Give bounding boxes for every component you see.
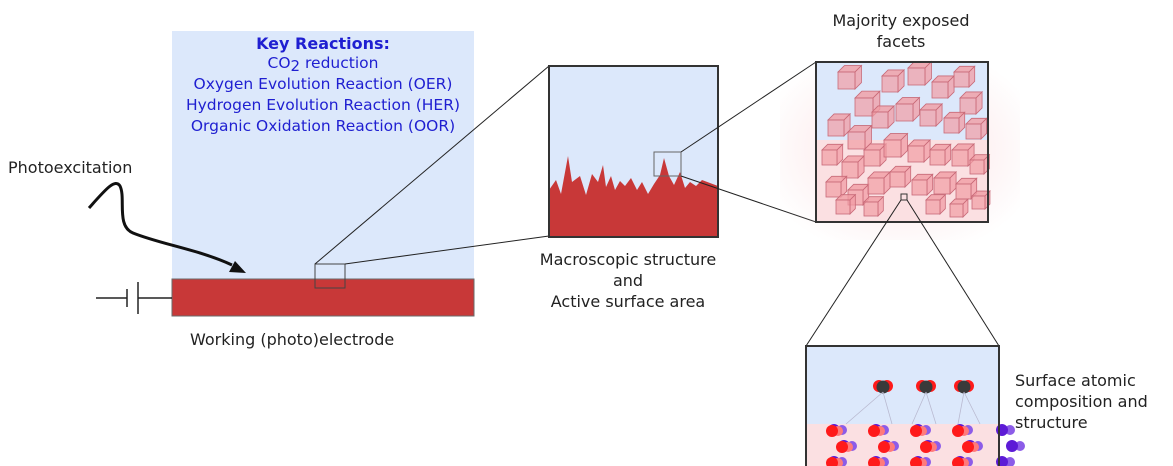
zoom-line [906,199,1000,347]
crystal-cube [835,193,857,215]
bias-symbol [96,282,172,314]
photoexcitation-label: Photoexcitation [8,158,133,177]
crystal-cube [863,142,888,167]
crystal-cube [827,112,852,137]
lattice-atom [920,441,932,453]
crystal-cube [969,153,991,175]
macro-structure-label: Macroscopic structure and Active surface… [539,250,717,311]
crystal-cube [953,65,976,88]
crystal-cube [931,74,956,99]
crystal-cube [881,68,906,93]
adsorbate-molecule [916,380,936,394]
reaction-item: Oxygen Evolution Reaction (OER) [193,75,453,93]
lattice-atom [1006,440,1018,452]
adsorbate-molecule [954,380,974,394]
atom-lattice [826,380,1025,466]
crystal-cube [949,198,969,218]
working-electrode-label: Working (photo)electrode [190,330,395,349]
reaction-item: Hydrogen Evolution Reaction (HER) [185,96,461,114]
lattice-atom [962,441,974,453]
lattice-atom [868,425,880,437]
surface-panel-frame [805,345,1000,466]
bond-line [911,391,927,425]
lattice-atom [910,457,922,466]
crystal-cube [883,132,909,158]
crystal-cube [895,96,921,122]
zoom-line [344,235,550,265]
lattice-atom [878,441,890,453]
electrolyte-region [172,31,474,279]
crystal-cube [871,104,896,129]
reaction-item: CO2 reduction [267,54,379,75]
crystal-cube [911,173,934,196]
lattice-atom [1005,425,1015,435]
macro-spikes [549,156,718,237]
crystal-cube [925,193,947,215]
reactions-list: CO2 reduction Oxygen Evolution Reaction … [172,53,474,137]
crystal-cube [867,170,892,195]
crystal-cube [959,90,984,115]
lattice-atom [826,425,838,437]
zoom-line [314,65,550,265]
crystal-cube [943,111,966,134]
zoom-box-3 [900,193,908,201]
lattice-atom [910,425,922,437]
lattice-atom [826,457,838,466]
crystal-cube [907,138,932,163]
lattice-atom [952,425,964,437]
reaction-item: Organic Oxidation Reaction (OOR) [190,117,456,135]
crystal-cube [837,64,863,90]
surface-composition-label: Surface atomic composition and structure [1015,371,1148,432]
crystal-cube [821,143,844,166]
crystal-cube [907,60,933,86]
crystal-cube [889,165,912,188]
crystal-cube [929,143,952,166]
facet-panel-frame [815,61,989,223]
lattice-atom [868,457,880,466]
crystal-cube [841,154,866,179]
lattice-atom [1015,441,1025,451]
crystal-cube [863,195,885,217]
zoom-line [805,199,902,347]
macro-panel-frame [548,65,719,238]
zoom-box-1 [314,263,346,289]
bond-line [963,391,981,425]
bond-line [845,391,884,425]
working-electrode [171,278,475,317]
bond-line [882,391,893,425]
reactions-title: Key Reactions: [256,34,390,53]
crystal-cube [933,170,958,195]
crystal-cube [965,117,988,140]
lattice-atom [836,441,848,453]
bond-line [957,391,965,425]
zoom-box-2 [653,151,682,177]
crystal-cube [847,124,873,150]
crystal-cube [825,175,848,198]
arrow-head [229,261,246,273]
crystal-cube [919,102,944,127]
crystal-cube [955,177,978,200]
crystal-cluster [821,60,991,218]
facets-label: Majority exposed facets [832,11,970,51]
photoexcitation-arrow [87,182,233,267]
adsorbate-molecule [873,380,893,394]
lattice-atom [996,424,1008,436]
lattice-atom [952,457,964,466]
bond-line [925,391,937,425]
